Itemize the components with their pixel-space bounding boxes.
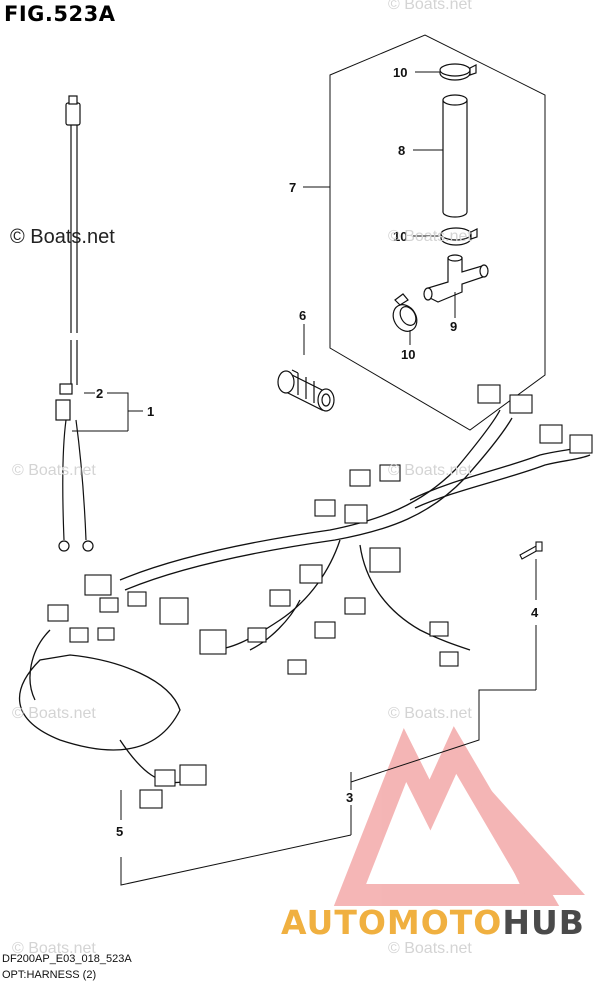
watermark-faint: © Boats.net xyxy=(388,705,472,722)
brand-logo-text: AUTOMOTOHUB xyxy=(281,903,585,942)
figure-title: FIG.523A xyxy=(4,2,116,26)
harness-3 xyxy=(18,409,591,784)
callout-6: 6 xyxy=(299,308,306,323)
watermark-faint: © Boats.net xyxy=(388,462,472,479)
model-code: DF200AP_E03_018_523A xyxy=(2,953,132,965)
callout-8: 8 xyxy=(398,143,405,158)
fuse-lead-assembly xyxy=(55,95,94,552)
watermark-faint: © Boats.net xyxy=(12,462,96,479)
watermark-faint: © Boats.net xyxy=(388,940,472,957)
hose-8 xyxy=(442,94,468,218)
hose-clamp-top xyxy=(439,63,477,81)
callout-2: 2 xyxy=(96,386,103,401)
watermark-faint: © Boats.net xyxy=(388,228,472,245)
callout-9: 9 xyxy=(450,319,457,334)
hose-clamp-bottom xyxy=(392,293,418,332)
harness-connectors xyxy=(47,384,593,809)
callout-5: 5 xyxy=(116,824,123,839)
watermark-faint: © Boats.net xyxy=(388,0,472,13)
watermark-main: © Boats.net xyxy=(10,226,115,248)
callout-7: 7 xyxy=(289,180,296,195)
watermark-faint: © Boats.net xyxy=(12,940,96,957)
callout-4: 4 xyxy=(531,605,539,620)
brand-triangle-logo xyxy=(333,726,585,906)
diagram-caption: OPT:HARNESS (2) xyxy=(2,969,97,981)
hose-clamp-middle xyxy=(440,227,478,246)
kit-outline-7 xyxy=(329,34,546,431)
watermark-faint: © Boats.net xyxy=(12,705,96,722)
bolt-4 xyxy=(519,541,543,560)
brand-word-part2: HUB xyxy=(502,903,585,942)
callout-10-bottom: 10 xyxy=(401,347,415,362)
callout-10-top: 10 xyxy=(393,65,407,80)
fitting-9 xyxy=(423,254,489,303)
callout-1: 1 xyxy=(147,404,154,419)
leader-lines xyxy=(72,71,537,886)
grommet-6 xyxy=(277,369,335,412)
callout-10-middle: 10 xyxy=(393,229,407,244)
callout-3: 3 xyxy=(346,790,353,805)
brand-word-part1: AUTOMOTO xyxy=(281,903,503,942)
